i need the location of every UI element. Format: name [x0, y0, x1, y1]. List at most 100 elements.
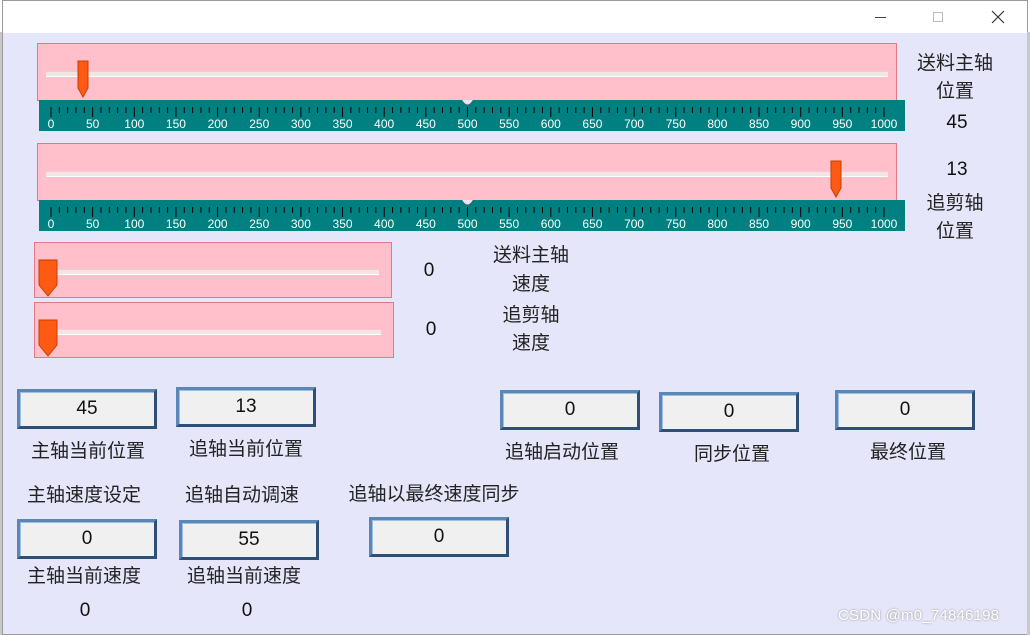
background-window-edge-right — [1027, 32, 1030, 635]
scale-tick-label: 100 — [124, 217, 144, 231]
scale-tick-label: 50 — [86, 117, 100, 131]
master-current-position-field[interactable]: 45 — [17, 389, 157, 429]
scale-tick-label: 400 — [374, 117, 394, 131]
background-window-edge-left — [0, 32, 3, 635]
cut-current-position-field[interactable]: 13 — [176, 387, 316, 427]
master-speed-label-2: 速度 — [511, 273, 550, 295]
slider-track — [45, 269, 379, 275]
scale-tick-label: 150 — [166, 117, 186, 131]
cut-speed-label-2: 速度 — [511, 332, 550, 354]
scale-tick-label: 850 — [749, 217, 769, 231]
master-current-speed-label: 主轴当前速度 — [26, 565, 141, 587]
slider-thumb[interactable] — [830, 160, 842, 198]
final-position-field[interactable]: 0 — [835, 390, 975, 430]
master-position-scale: 0 50 100 150 200 250 300 350 400 450 500 550 600 650 7… — [39, 100, 905, 131]
close-button[interactable] — [969, 1, 1027, 33]
scale-tick-label: 750 — [666, 117, 686, 131]
master-speed-setting-label: 主轴速度设定 — [26, 484, 141, 506]
scale-tick-label: 200 — [208, 117, 228, 131]
minimize-icon — [874, 16, 886, 18]
master-position-label-1: 送料主轴 — [916, 52, 993, 74]
cut-final-sync-field[interactable]: 0 — [369, 517, 509, 557]
master-current-position-label: 主轴当前位置 — [30, 440, 145, 462]
scale-tick-label: 350 — [333, 117, 353, 131]
scale-tick-label: 900 — [791, 117, 811, 131]
cut-current-speed-label: 追轴当前速度 — [186, 565, 301, 587]
cut-auto-speed-label: 追轴自动调速 — [184, 484, 299, 506]
sync-position-label: 同步位置 — [693, 443, 770, 465]
minimize-button[interactable] — [851, 1, 909, 33]
slider-track — [46, 171, 888, 177]
scale-tick-label: 1000 — [871, 117, 898, 131]
scale-tick-label: 250 — [249, 217, 269, 231]
scale-tick-label: 400 — [374, 217, 394, 231]
scale-tick-label: 700 — [624, 117, 644, 131]
watermark: CSDN @m0_74846198 — [838, 607, 1000, 624]
scale-tick-label: 250 — [249, 117, 269, 131]
slider-track — [46, 71, 888, 77]
maximize-icon — [933, 12, 943, 22]
scale-center-marker — [461, 200, 474, 206]
scale-tick-label: 750 — [666, 217, 686, 231]
scale-tick-label: 300 — [291, 117, 311, 131]
scale-tick-label: 600 — [541, 117, 561, 131]
cut-position-slider[interactable] — [37, 143, 897, 201]
master-position-label-2: 位置 — [935, 80, 974, 102]
title-bar — [3, 1, 1027, 33]
cut-final-sync-label: 追轴以最终速度同步 — [348, 483, 520, 505]
scale-tick-label: 650 — [582, 217, 602, 231]
scale-tick-label: 150 — [166, 217, 186, 231]
master-speed-value: 0 — [423, 260, 435, 281]
slider-thumb[interactable] — [38, 259, 58, 297]
scale-tick-label: 950 — [832, 217, 852, 231]
cut-position-label-2: 位置 — [935, 220, 974, 242]
scale-tick-label: 700 — [624, 217, 644, 231]
scale-tick-label: 500 — [457, 217, 477, 231]
final-position-label: 最终位置 — [869, 441, 946, 463]
cut-speed-value: 0 — [425, 319, 437, 340]
scale-tick-label: 800 — [707, 117, 727, 131]
scale-tick-label: 650 — [582, 117, 602, 131]
scale-tick-label: 0 — [48, 217, 55, 231]
slider-thumb[interactable] — [38, 319, 58, 357]
cut-speed-slider[interactable] — [34, 302, 394, 358]
scale-tick-label: 300 — [291, 217, 311, 231]
cut-start-position-label: 追轴启动位置 — [504, 441, 619, 463]
scale-tick-label: 200 — [208, 217, 228, 231]
scale-tick-label: 50 — [86, 217, 100, 231]
master-speed-slider[interactable] — [34, 242, 392, 298]
master-position-slider[interactable] — [37, 43, 897, 101]
cut-start-position-field[interactable]: 0 — [500, 390, 640, 430]
scale-tick-label: 850 — [749, 117, 769, 131]
slider-track — [45, 329, 381, 335]
maximize-button[interactable] — [909, 1, 967, 33]
scale-tick-label: 800 — [707, 217, 727, 231]
scale-tick-label: 600 — [541, 217, 561, 231]
master-position-value: 45 — [946, 112, 968, 133]
scale-tick-label: 500 — [457, 117, 477, 131]
cut-speed-label-1: 追剪轴 — [502, 304, 560, 326]
scale-tick-label: 950 — [832, 117, 852, 131]
close-icon — [991, 10, 1005, 24]
scale-tick-label: 550 — [499, 117, 519, 131]
slider-thumb[interactable] — [77, 60, 89, 98]
scale-tick-label: 900 — [791, 217, 811, 231]
scale-tick-label: 350 — [333, 217, 353, 231]
cut-position-value: 13 — [946, 159, 968, 180]
scale-tick-label: 0 — [48, 117, 55, 131]
cut-position-scale: 0 50 100 150 200 250 300 350 400 450 500 550 600 650 7… — [39, 200, 905, 231]
cut-auto-speed-field[interactable]: 55 — [179, 520, 319, 560]
sync-position-field[interactable]: 0 — [659, 392, 799, 432]
cut-current-speed-value: 0 — [241, 600, 253, 621]
cut-position-label-1: 追剪轴 — [926, 192, 984, 214]
scale-tick-label: 450 — [416, 217, 436, 231]
scale-tick-label: 550 — [499, 217, 519, 231]
scale-tick-label: 450 — [416, 117, 436, 131]
cut-current-position-label: 追轴当前位置 — [188, 438, 303, 460]
scale-center-marker — [461, 100, 474, 106]
scale-tick-label: 1000 — [871, 217, 898, 231]
scale-tick-label: 100 — [124, 117, 144, 131]
master-speed-setting-field[interactable]: 0 — [17, 519, 157, 559]
master-speed-label-1: 送料主轴 — [492, 244, 569, 266]
